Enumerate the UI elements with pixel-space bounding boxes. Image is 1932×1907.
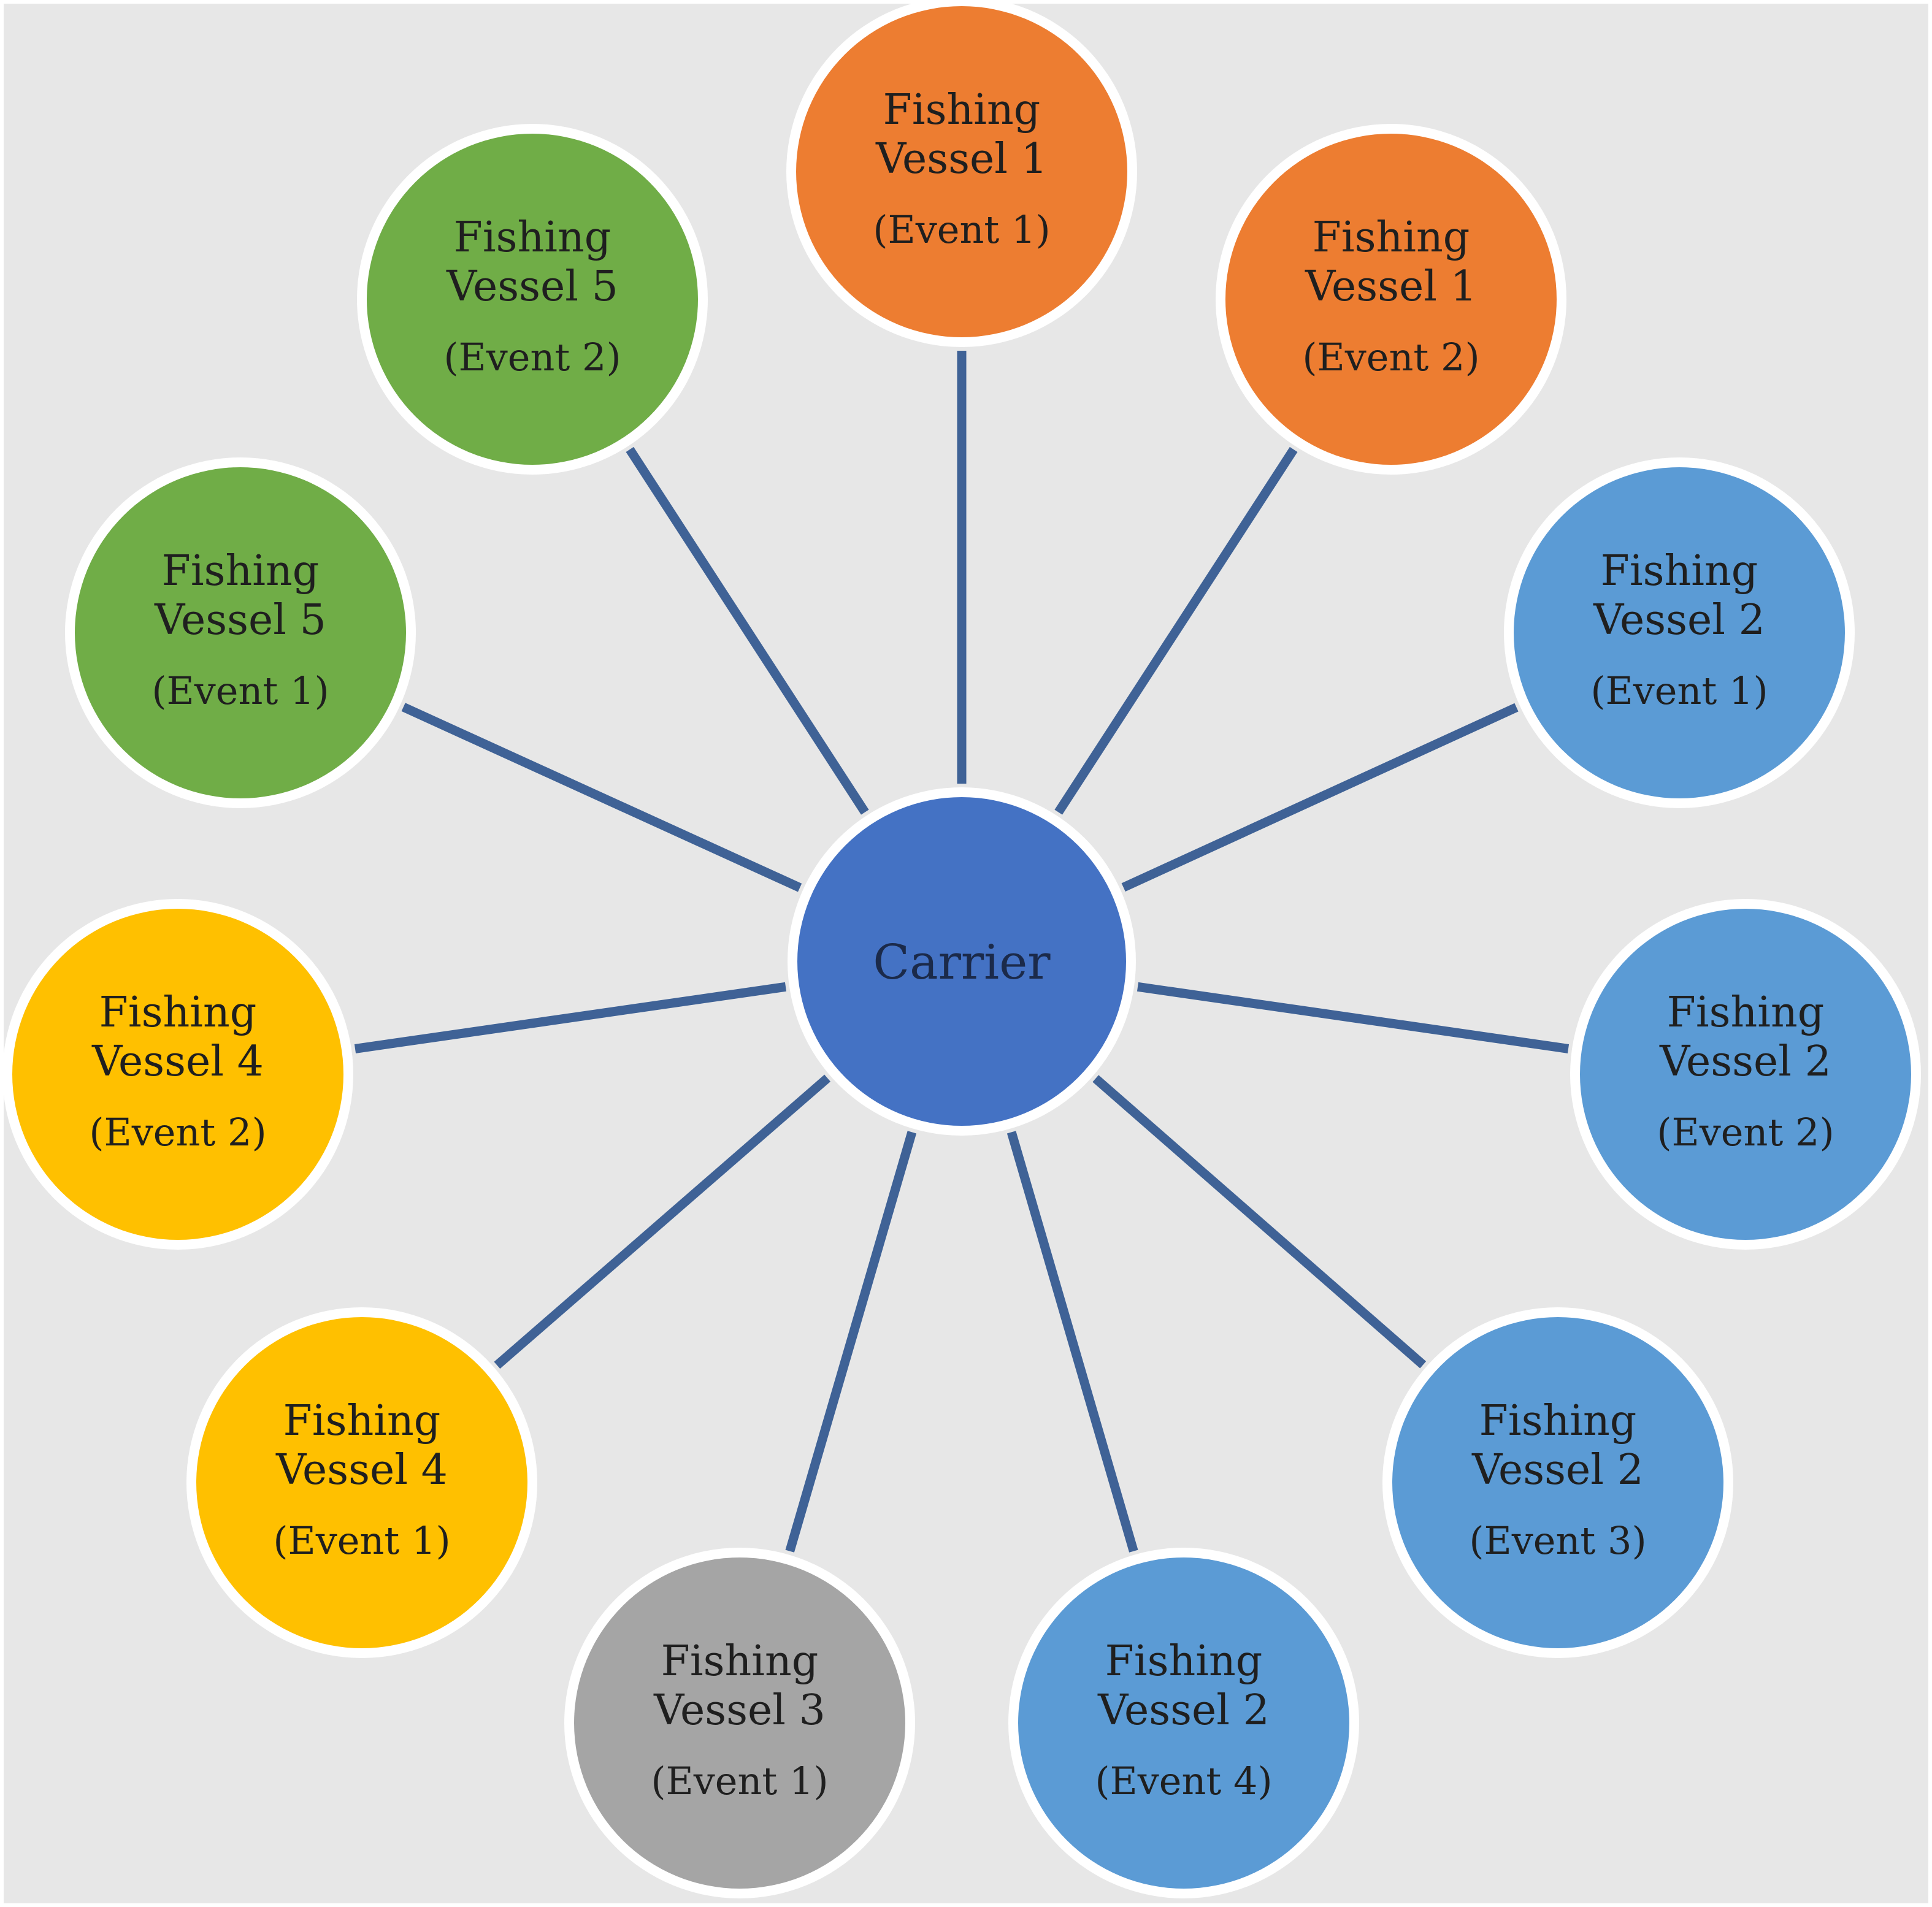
node-label-line3: (Event 1) (151, 668, 329, 713)
node-label-line1: Fishing (99, 988, 257, 1037)
node-label-line1: Fishing (661, 1637, 819, 1686)
spoke-line-fv1-e2 (1054, 446, 1298, 815)
spoke-line-fv4-e2 (354, 982, 787, 1053)
node-label-line1: Fishing (283, 1397, 441, 1445)
node-label-line2: Vessel 5 (446, 262, 618, 311)
node-fill-fv2-e2 (1580, 909, 1911, 1240)
spoke-line-fv2-e1 (1121, 703, 1519, 892)
node-label-line2: Vessel 2 (1593, 596, 1765, 644)
node-label-line2: Vessel 1 (875, 135, 1048, 183)
node-label-line3: (Event 1) (273, 1518, 450, 1563)
node-label-line1: Fishing (883, 86, 1041, 134)
node-label-line2: Vessel 2 (1097, 1686, 1270, 1735)
node-label-line3: (Event 1) (1590, 668, 1768, 713)
node-label-line2: Vessel 2 (1471, 1446, 1644, 1494)
node-label-line2: Vessel 4 (275, 1446, 448, 1494)
node-fill-fv2-e4 (1018, 1557, 1349, 1889)
node-label-line3: (Event 4) (1095, 1759, 1272, 1803)
node-fill-fv1-e2 (1225, 134, 1557, 465)
spoke-line-fv2-e3 (1092, 1075, 1427, 1369)
node-fill-fv2-e1 (1514, 467, 1845, 798)
node-label-line2: Vessel 2 (1659, 1038, 1831, 1086)
carrier-circle (797, 797, 1126, 1126)
node-label-line1: Fishing (1105, 1637, 1263, 1686)
node-label-line1: Fishing (454, 213, 611, 262)
node-label-line2: Vessel 4 (91, 1038, 264, 1086)
node-label-line1: Fishing (162, 547, 320, 595)
node-fill-fv4-e2 (12, 909, 343, 1240)
node-fill-fv5-e1 (75, 467, 406, 798)
node-label-line3: (Event 2) (1657, 1110, 1834, 1155)
node-fill-fv3-e1 (574, 1557, 905, 1889)
node-label-line3: (Event 2) (1302, 335, 1479, 380)
node-label-line3: (Event 2) (89, 1110, 266, 1155)
carrier-label: Carrier (873, 935, 1051, 990)
node-label-line2: Vessel 3 (653, 1686, 826, 1735)
node-label-line1: Fishing (1479, 1397, 1637, 1445)
spoke-line-fv5-e1 (401, 703, 802, 892)
carrier-hub: Carrier (788, 787, 1136, 1136)
node-label-line2: Vessel 1 (1305, 262, 1477, 311)
node-label-line3: (Event 3) (1469, 1518, 1646, 1563)
node-label-line3: (Event 1) (873, 207, 1050, 252)
spoke-line-fv4-e1 (494, 1074, 831, 1369)
spoke-lines (354, 351, 1570, 1553)
node-fill-fv2-e3 (1392, 1317, 1723, 1648)
node-label-line3: (Event 2) (443, 335, 621, 380)
node-label-line1: Fishing (1601, 547, 1758, 595)
node-label-line2: Vessel 5 (154, 596, 326, 644)
node-label-line1: Fishing (1667, 988, 1825, 1037)
node-fill-fv5-e2 (367, 134, 698, 465)
node-fill-fv1-e1 (796, 6, 1127, 337)
spoke-line-fv2-e2 (1137, 982, 1570, 1053)
node-label-line3: (Event 1) (651, 1759, 828, 1803)
node-label-line1: Fishing (1313, 213, 1470, 262)
spoke-line-fv2-e4 (1006, 1131, 1138, 1553)
spoke-line-fv3-e1 (785, 1131, 917, 1553)
spoke-line-fv5-e2 (626, 446, 869, 815)
node-fill-fv4-e1 (196, 1317, 527, 1648)
